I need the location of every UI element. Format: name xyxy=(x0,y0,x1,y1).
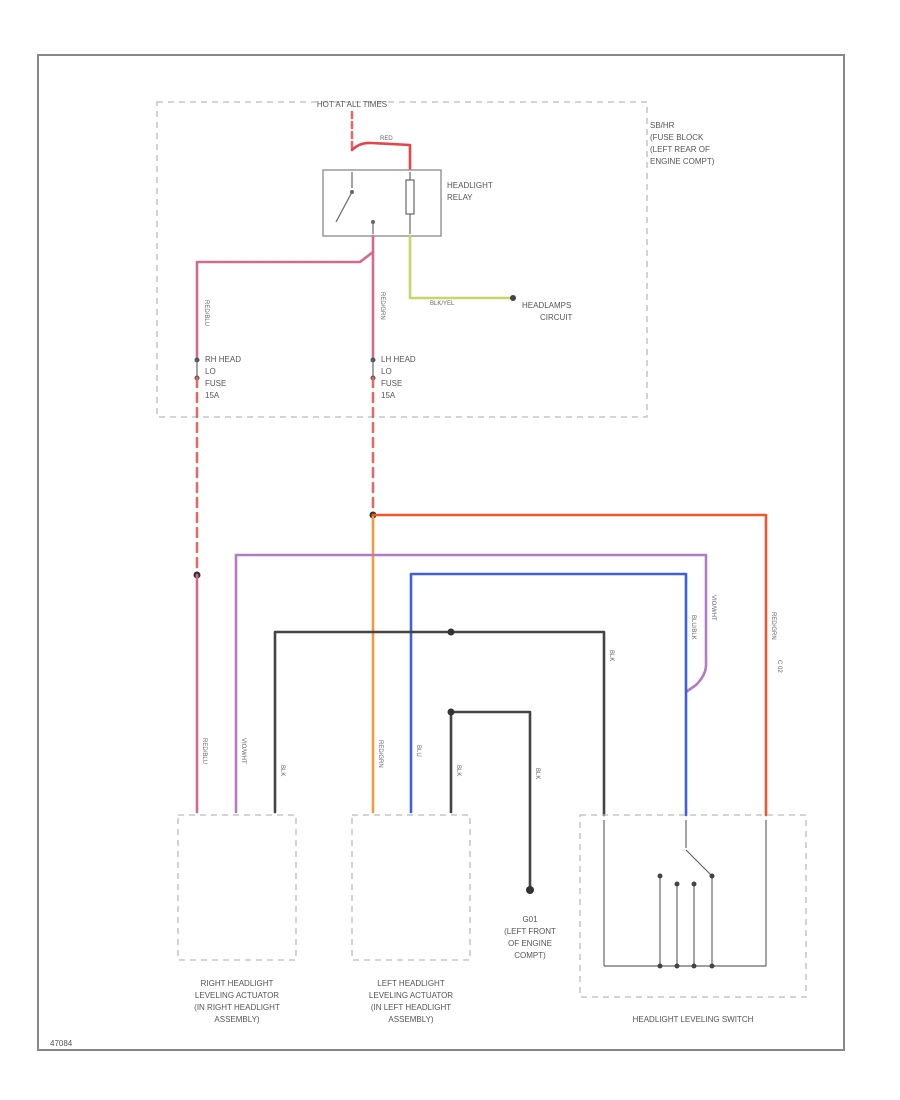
ground-return-wire xyxy=(449,710,532,890)
right-actuator-box xyxy=(177,814,297,961)
fuse-block-name-line: SB/HR xyxy=(650,121,675,130)
component-label-line: (IN RIGHT HEADLIGHT xyxy=(194,1003,280,1012)
fuse-block-name-line: ENGINE COMPT) xyxy=(650,157,715,166)
component-label-line: LEVELING ACTUATOR xyxy=(195,991,279,1000)
rh-fuse-label-line: RH HEAD xyxy=(205,355,241,364)
relay-feed-wire xyxy=(350,141,412,174)
lh-fuse-label-line: LH HEAD xyxy=(381,355,416,364)
splice-label: C 02 xyxy=(776,660,782,673)
leveling-switch-box xyxy=(579,814,807,998)
fuse-wire-label: RED/GRN xyxy=(379,292,385,320)
fuse-wire-label: RED/BLU xyxy=(203,300,209,326)
switch-junction xyxy=(709,963,715,969)
ground-bus-splice xyxy=(447,628,455,636)
switch-junction xyxy=(691,963,697,969)
headlamps-circuit-label: HEADLAMPS xyxy=(522,301,571,310)
right-actuator-signal-wire xyxy=(234,553,708,814)
wire-label: VIO/WHT xyxy=(240,738,246,764)
wire-label: BLK xyxy=(279,765,285,776)
leveling-switch-label: HEADLIGHT LEVELING SWITCH xyxy=(633,1015,754,1024)
headlamps-circuit-label: CIRCUIT xyxy=(540,313,573,322)
wire-label: BLU xyxy=(415,745,421,757)
wire-label: BLK xyxy=(608,650,614,661)
lh-fuse-label-line: 15A xyxy=(381,391,396,400)
switch-power-wire xyxy=(371,513,768,817)
wire-label: BLK xyxy=(534,768,540,779)
fuse-block-name-line: (LEFT REAR OF xyxy=(650,145,710,154)
rh-fuse-label-line: 15A xyxy=(205,391,220,400)
headlamps-circuit-wire xyxy=(408,234,514,300)
connector-wire-labels: RED/BLU VIO/WHT BLK RED/GRN BLU BLK BLK … xyxy=(201,595,776,779)
left-actuator-label: LEFT HEADLIGHT LEVELING ACTUATOR (IN LEF… xyxy=(369,979,453,1024)
headlamps-wire-label: BLK/YEL xyxy=(430,301,455,307)
right-actuator-label: RIGHT HEADLIGHT LEVELING ACTUATOR (IN RI… xyxy=(194,979,280,1024)
ground-label-line: COMPT) xyxy=(514,951,546,960)
diagram-frame xyxy=(37,54,845,1051)
ground-bus-wire xyxy=(273,630,606,817)
component-label-line: LEFT HEADLIGHT xyxy=(377,979,445,988)
switch-contact xyxy=(674,881,680,887)
rh-fuse-feed-wire xyxy=(195,234,375,362)
component-label-line: (IN LEFT HEADLIGHT xyxy=(371,1003,451,1012)
lh-fuse-label-line: LO xyxy=(381,367,392,376)
switch-contact xyxy=(709,873,715,879)
relay-pivot xyxy=(350,190,354,194)
wire-label: RED/GRN xyxy=(377,740,383,768)
ground-label-line: OF ENGINE xyxy=(508,939,552,948)
ground-point-g01 xyxy=(526,886,534,894)
wire-label: BLU/BLK xyxy=(690,615,696,640)
relay-wire-label: RED xyxy=(380,136,393,142)
rh-fuse-label-line: FUSE xyxy=(205,379,226,388)
component-label-line: ASSEMBLY) xyxy=(214,1015,260,1024)
wire-label: RED/GRN xyxy=(770,612,776,640)
switch-contact xyxy=(691,881,697,887)
left-actuator-signal-wire xyxy=(409,572,688,817)
wire-label: RED/BLU xyxy=(201,738,207,764)
lh-fuse-label-line: FUSE xyxy=(381,379,402,388)
relay-box xyxy=(322,169,442,237)
fuse-block-name-line: (FUSE BLOCK xyxy=(650,133,704,142)
hot-at-all-times-label: HOT AT ALL TIMES xyxy=(317,100,387,109)
relay-label-line: HEADLIGHT xyxy=(447,181,493,190)
relay-switch-arm xyxy=(335,191,353,223)
ground-return-splice xyxy=(447,708,455,716)
switch-junction xyxy=(674,963,680,969)
switch-wiper xyxy=(685,849,713,877)
component-label-line: ASSEMBLY) xyxy=(388,1015,434,1024)
fuse-block-outline xyxy=(156,101,648,418)
headlight-relay xyxy=(322,169,442,237)
component-label-line: RIGHT HEADLIGHT xyxy=(201,979,274,988)
component-label-line: LEVELING ACTUATOR xyxy=(369,991,453,1000)
wire-label: BLK xyxy=(455,765,461,776)
relay-label-line: RELAY xyxy=(447,193,473,202)
switch-junction xyxy=(657,963,663,969)
ground-label-line: G01 xyxy=(522,915,538,924)
rh-fuse-label-line: LO xyxy=(205,367,216,376)
headlamps-circuit-terminal xyxy=(510,295,516,301)
switch-contact xyxy=(657,873,663,879)
ground-label-line: (LEFT FRONT xyxy=(504,927,556,936)
wire-label: VIO/WHT xyxy=(710,595,716,621)
left-actuator-box xyxy=(351,814,471,961)
leveling-switch-internals xyxy=(603,820,767,969)
figure-id: 47084 xyxy=(50,1039,73,1048)
fuse-block-name: SB/HR (FUSE BLOCK (LEFT REAR OF ENGINE C… xyxy=(650,121,715,166)
